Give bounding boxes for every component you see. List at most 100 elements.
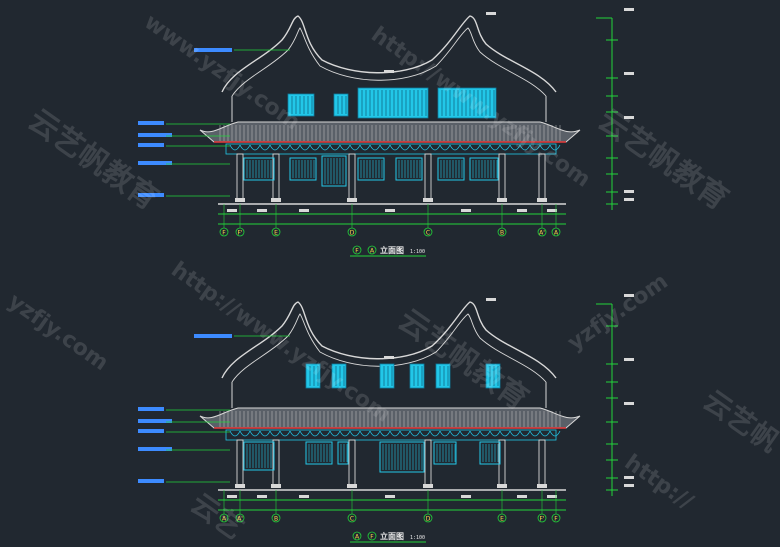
axis-bubble <box>423 513 433 523</box>
lower-window <box>469 157 499 181</box>
frieze-arch <box>329 430 341 437</box>
axis-label: F <box>554 516 558 523</box>
frieze-arch <box>419 430 431 437</box>
frieze-arch <box>269 144 281 151</box>
drawing-scale: 1:100 <box>410 249 425 255</box>
frieze-arch <box>519 144 531 151</box>
axis-label: E <box>274 230 278 237</box>
frieze-arch <box>379 144 391 151</box>
dimension-text <box>257 209 267 212</box>
column-base <box>271 198 281 202</box>
column-base <box>347 484 357 488</box>
frieze-arch <box>389 430 401 437</box>
lower-window <box>321 155 347 187</box>
title-axis-a: F <box>355 248 359 255</box>
dimension-text <box>547 209 557 212</box>
frieze-arch <box>439 430 451 437</box>
elevation-mark <box>486 298 496 301</box>
upper-window <box>437 87 497 119</box>
axis-bubble <box>537 513 547 523</box>
axis-label: B <box>274 516 278 523</box>
frieze-arch <box>419 144 431 151</box>
frieze-arch <box>349 430 361 437</box>
axis-label: E <box>500 516 504 523</box>
title-bubble <box>367 531 377 541</box>
dimension-text <box>227 209 237 212</box>
frieze-arch <box>439 144 451 151</box>
dimension-text <box>299 495 309 498</box>
dimension-text <box>299 209 309 212</box>
frieze-arch <box>549 144 561 151</box>
title-axis-b: F <box>370 534 374 541</box>
dimension-text <box>517 495 527 498</box>
frieze-arch <box>509 430 521 437</box>
axis-label: D <box>426 516 431 523</box>
elevation-mark <box>624 294 634 297</box>
frieze-arch <box>369 430 381 437</box>
frieze-arch <box>429 144 441 151</box>
column <box>538 439 546 487</box>
dimension-text <box>547 495 557 498</box>
axis-label: A' <box>237 516 243 523</box>
column <box>236 439 244 487</box>
column <box>498 153 506 201</box>
frieze-arch <box>329 144 341 151</box>
frieze-arch <box>389 144 401 151</box>
material-label <box>138 479 164 483</box>
frieze-arch <box>319 430 331 437</box>
material-label <box>138 419 172 423</box>
upper-window <box>485 363 501 389</box>
column-base <box>423 198 433 202</box>
dimension-text <box>461 209 471 212</box>
frieze-arch <box>479 144 491 151</box>
elevation-mark <box>624 484 634 487</box>
dimension-text <box>461 495 471 498</box>
lower-window <box>305 441 333 465</box>
elevation-mark <box>624 198 634 201</box>
axis-bubble <box>551 227 561 237</box>
frieze-arch <box>359 144 371 151</box>
frieze-arch <box>379 430 391 437</box>
material-label <box>138 447 172 451</box>
axis-label: C <box>426 230 430 237</box>
frieze-arch <box>259 430 271 437</box>
frieze-arch <box>239 430 251 437</box>
upper-window <box>409 363 425 389</box>
drawing-scale: 1:100 <box>410 535 425 541</box>
column <box>538 153 546 201</box>
frieze-arch <box>459 430 471 437</box>
elevation-mark <box>624 402 634 405</box>
frieze-arch <box>299 430 311 437</box>
frieze-arch <box>229 430 241 437</box>
upper-window <box>331 363 347 389</box>
frieze-arch <box>349 144 361 151</box>
frieze-arch <box>289 430 301 437</box>
lower-window <box>479 441 501 465</box>
frieze-band <box>225 429 557 441</box>
lower-window <box>243 157 275 181</box>
upper-window <box>435 363 451 389</box>
axis-bubble <box>497 513 507 523</box>
frieze-arch <box>469 144 481 151</box>
elevation-mark <box>384 70 394 73</box>
frieze-arch <box>469 430 481 437</box>
column-base <box>537 484 547 488</box>
column <box>424 153 432 201</box>
dimension-text <box>385 209 395 212</box>
axis-bubble <box>219 227 229 237</box>
column-base <box>235 484 245 488</box>
frieze-arch <box>289 144 301 151</box>
axis-bubble <box>423 227 433 237</box>
frieze-arch <box>229 144 241 151</box>
lower-window <box>289 157 317 181</box>
upper-window <box>379 363 395 389</box>
frieze-arch <box>259 144 271 151</box>
elevation-mark <box>624 190 634 193</box>
elevation-mark <box>624 476 634 479</box>
frieze-arch <box>499 144 511 151</box>
frieze-arch <box>539 430 551 437</box>
axis-bubble <box>537 227 547 237</box>
frieze-arch <box>449 430 461 437</box>
